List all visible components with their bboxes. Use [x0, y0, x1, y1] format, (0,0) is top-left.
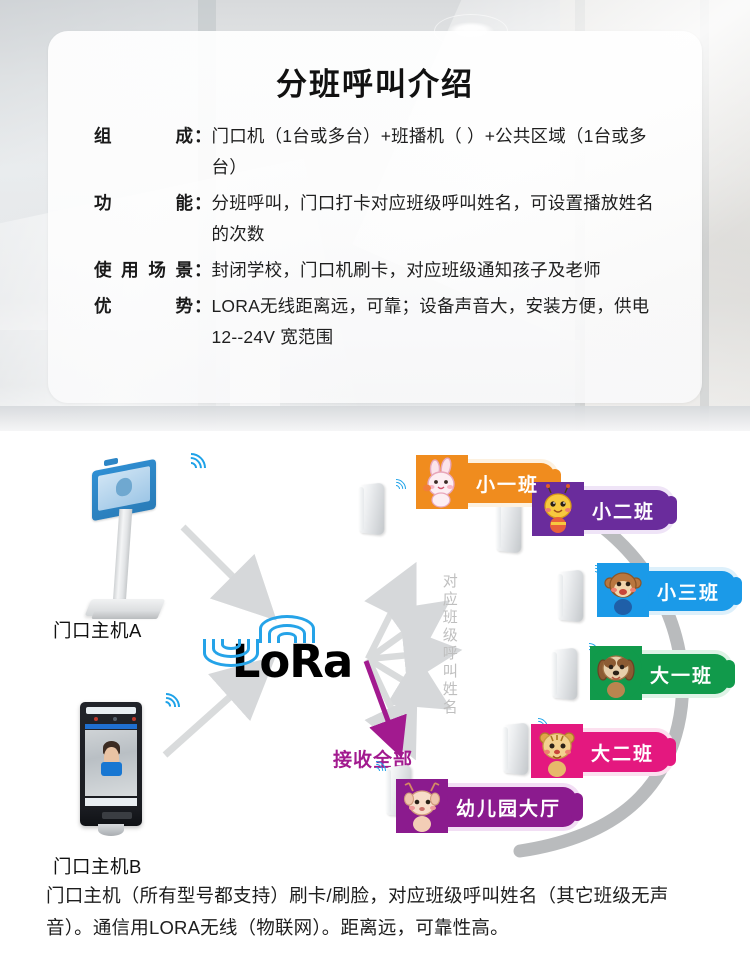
- spec-row-scenario: 使用场景 ： 封闭学校，门口机刷卡，对应班级通知孩子及老师: [94, 255, 660, 286]
- indicator-led-right: [132, 717, 136, 721]
- spec-key: 优势: [94, 296, 193, 316]
- rabbit-mascot: [416, 455, 468, 509]
- wall-speaker: [385, 764, 412, 818]
- terminal-video-preview: [85, 730, 137, 796]
- network-arc: [513, 479, 689, 858]
- diagram-connector-layer: [162, 479, 689, 858]
- spec-key: 功能: [94, 193, 193, 213]
- spec-key: 使用场景: [94, 260, 193, 280]
- face-mask: [101, 761, 122, 777]
- kiosk-screen-content: [98, 465, 150, 512]
- wall-speaker: [557, 569, 584, 623]
- bee-mascot: [532, 482, 584, 536]
- deer-mascot: [396, 779, 448, 833]
- top-banner: 分班呼叫介绍 组成 ： 门口机（1台或多台）+班播机（ ）+公共区域（1台或多台…: [0, 0, 750, 431]
- class-chip-label: 小一班: [476, 474, 540, 496]
- terminal-status-bar: [85, 724, 137, 729]
- lora-logo: LoRa: [203, 615, 372, 699]
- dog-mascot: [590, 646, 642, 700]
- wall-speaker: [495, 500, 522, 554]
- class-chip-label: 幼儿园大厅: [456, 798, 562, 820]
- diagram-caption: 门口主机（所有型号都支持）刷卡/刷脸，对应班级呼叫姓名（其它班级无声音）。通信用…: [46, 885, 669, 938]
- class-chip-xiao-san-ban[interactable]: 小三班: [597, 563, 743, 617]
- terminal-top-strip: [86, 707, 136, 714]
- spec-colon: ：: [194, 126, 212, 146]
- class-chip-label: 大二班: [591, 743, 655, 765]
- spec-colon: ：: [194, 260, 212, 280]
- tiger-mascot: [531, 724, 583, 778]
- kiosk-face-preview: [115, 476, 133, 498]
- terminal-mount: [98, 824, 124, 836]
- door-terminal-a: [60, 457, 180, 627]
- class-chip-da-er-ban[interactable]: 大二班: [531, 724, 677, 778]
- terminal-brand-logo: [102, 812, 132, 819]
- spec-row-composition: 组成 ： 门口机（1台或多台）+班播机（ ）+公共区域（1台或多台）: [94, 121, 660, 183]
- arrow-fan-2: [366, 600, 451, 662]
- class-chip-xiao-er-ban[interactable]: 小二班: [532, 482, 678, 536]
- door-terminal-a-label: 门口主机A: [53, 620, 142, 641]
- class-chip-da-yi-ban[interactable]: 大一班: [590, 646, 736, 700]
- class-chip-label: 小二班: [592, 501, 656, 523]
- camera-module: [104, 457, 118, 467]
- class-chip-xiao-yi-ban[interactable]: 小一班: [416, 455, 562, 509]
- spec-colon: ：: [194, 193, 212, 213]
- terminal-body: [80, 702, 142, 826]
- wall-speaker: [551, 647, 578, 701]
- wifi-icon: [381, 474, 411, 504]
- spec-value: 门口机（1台或多台）+班播机（ ）+公共区域（1台或多台）: [211, 126, 647, 177]
- class-chip-label: 小三班: [657, 582, 721, 604]
- intro-card: 分班呼叫介绍 组成 ： 门口机（1台或多台）+班播机（ ）+公共区域（1台或多台…: [48, 31, 702, 403]
- lora-logo-text: LoRa: [231, 635, 354, 688]
- spec-row-function: 功能 ： 分班呼叫，门口打卡对应班级呼叫姓名，可设置播放姓名的次数: [94, 188, 660, 250]
- spec-list: 组成 ： 门口机（1台或多台）+班播机（ ）+公共区域（1台或多台） 功能 ： …: [94, 121, 660, 358]
- spec-value: 分班呼叫，门口打卡对应班级呼叫姓名，可设置播放姓名的次数: [211, 193, 654, 244]
- wall-speaker: [502, 722, 529, 776]
- background-floor-band: [0, 406, 750, 431]
- wifi-icon: [146, 687, 186, 727]
- arrow-device-b-to-lora: [162, 655, 277, 758]
- indicator-led-left: [94, 717, 98, 721]
- terminal-bottom-strip: [85, 798, 137, 806]
- arrow-fan-4: [366, 654, 452, 710]
- class-chip-kindergarten-hall[interactable]: 幼儿园大厅: [396, 779, 584, 833]
- spec-row-advantage: 优势 ： LORA无线距离远，可靠；设备声音大，安装方便，供电12--24V 宽…: [94, 291, 660, 353]
- arrow-receive-all: [363, 660, 407, 759]
- wifi-icon: [361, 756, 391, 786]
- spec-key: 组成: [94, 126, 193, 146]
- spec-value: LORA无线距离远，可靠；设备声音大，安装方便，供电12--24V 宽范围: [211, 296, 650, 347]
- kiosk-pole: [112, 509, 133, 605]
- door-terminal-b: [72, 696, 172, 846]
- class-chip-label: 大一班: [650, 665, 714, 687]
- monkey-mascot: [597, 563, 649, 617]
- page-title: 分班呼叫介绍: [276, 67, 474, 102]
- spec-colon: ：: [194, 296, 212, 316]
- vertical-annotation: 对应班级呼叫姓名: [440, 573, 458, 717]
- system-topology-diagram: 门口主机A 门口主机B LoRa 对: [0, 431, 750, 978]
- wifi-icon: [169, 446, 213, 490]
- arrow-device-a-to-lora: [180, 524, 277, 621]
- spec-value: 封闭学校，门口机刷卡，对应班级通知孩子及老师: [211, 260, 601, 280]
- sensor-center: [113, 717, 117, 721]
- wall-speaker: [358, 482, 385, 536]
- door-terminal-b-label: 门口主机B: [53, 856, 142, 877]
